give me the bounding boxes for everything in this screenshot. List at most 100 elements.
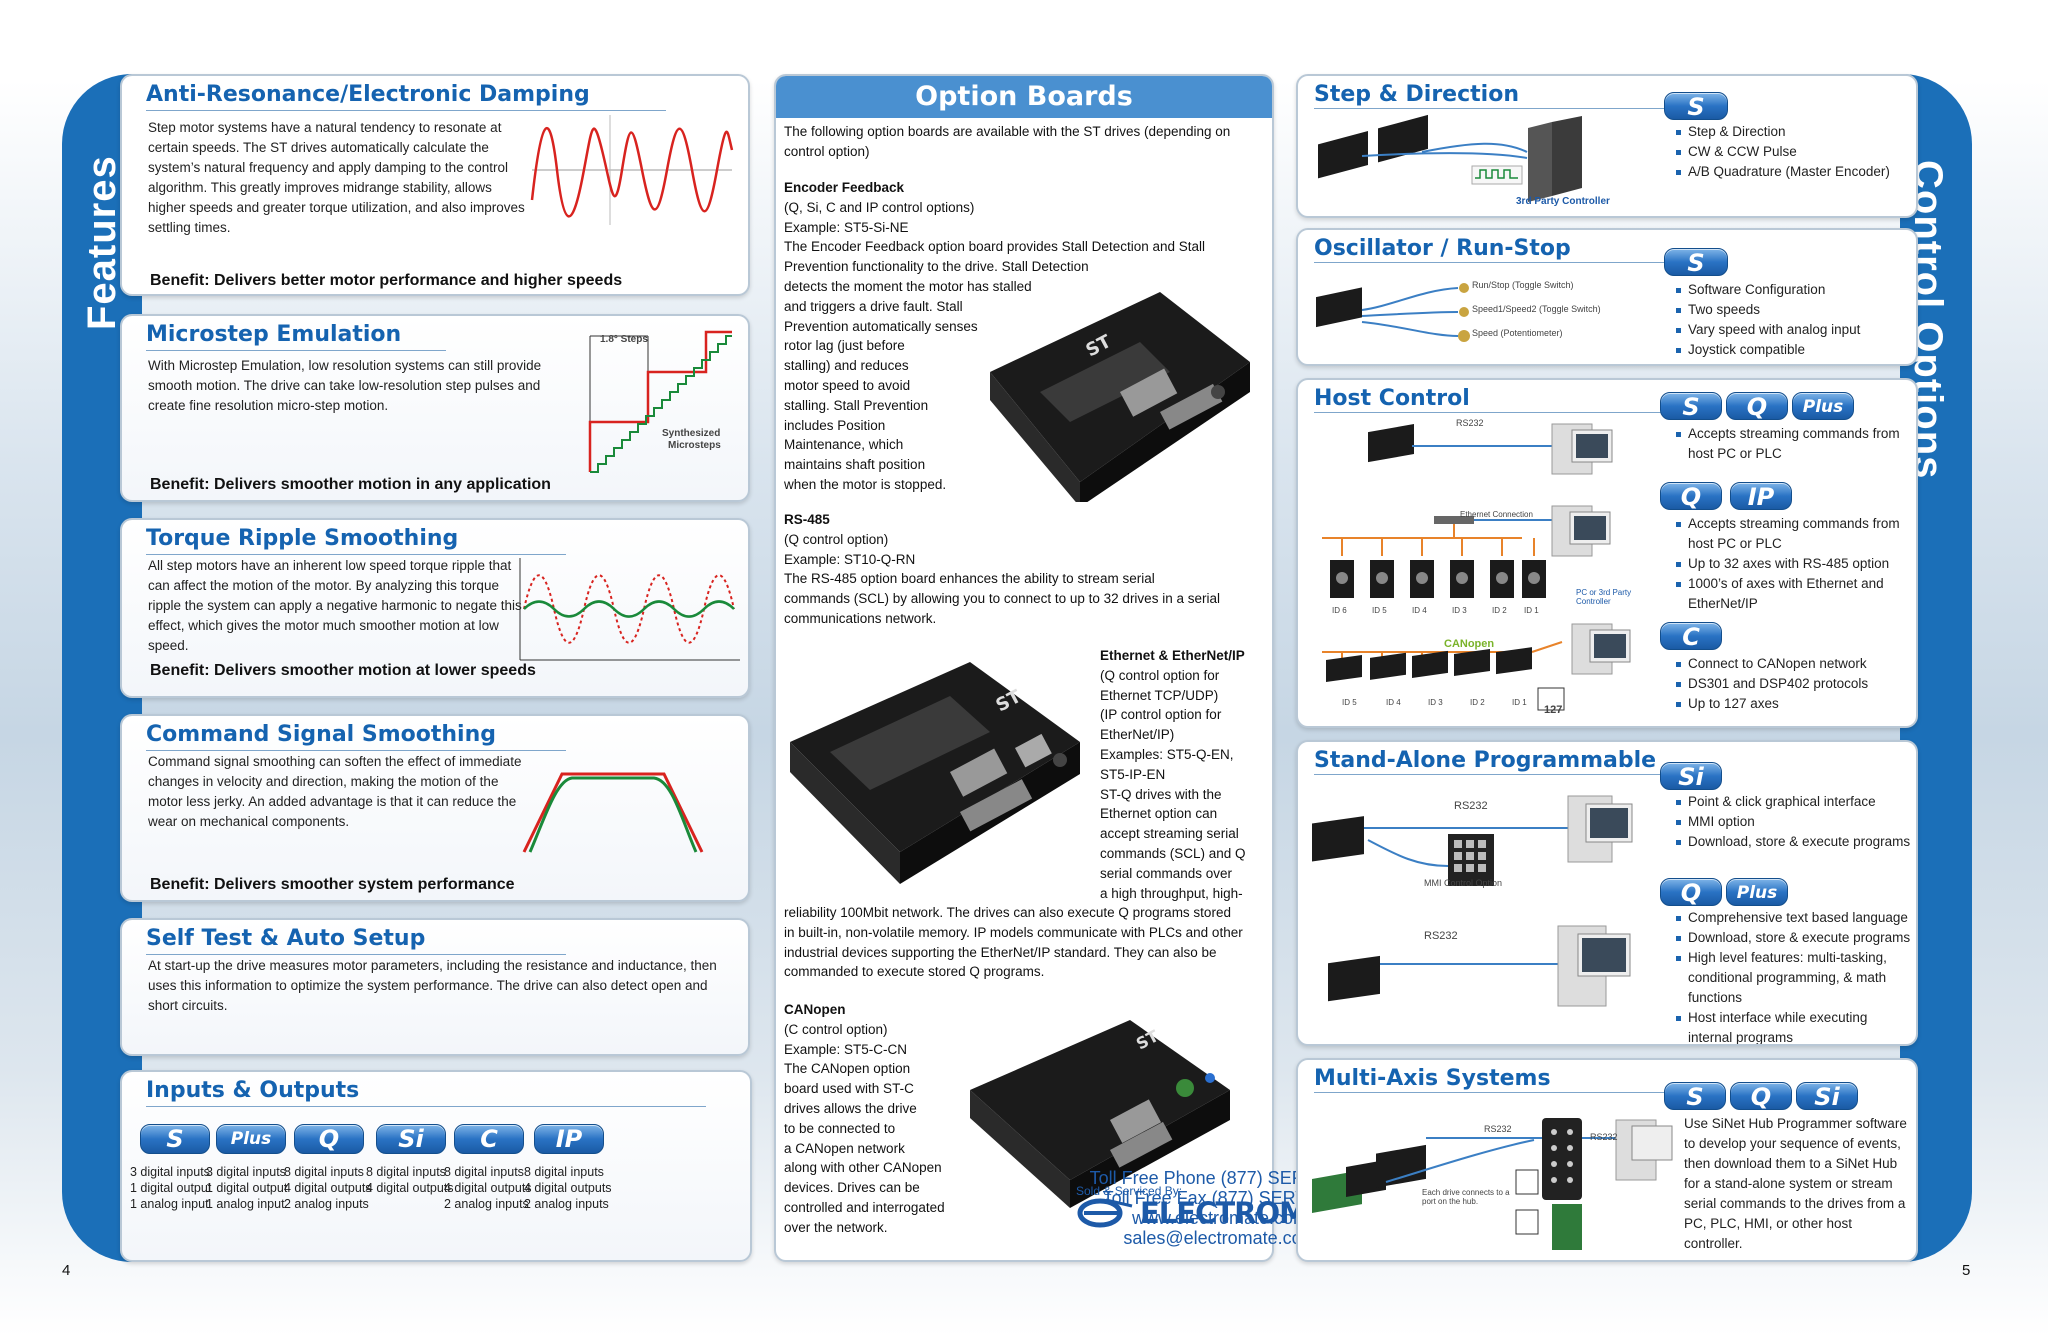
anti-resonance-panel: Anti-Resonance/Electronic Damping Step m… — [120, 74, 750, 296]
panel-title: Oscillator / Run-Stop — [1314, 236, 1571, 261]
panel-text: With Microstep Emulation, low resolution… — [148, 358, 542, 413]
io-spec-line: 4 digital outputs — [524, 1181, 612, 1195]
ethernet-line: ST5-IP-EN — [1100, 766, 1166, 782]
command-signal-panel: Command Signal Smoothing Command signal … — [120, 714, 750, 902]
list-item: A/B Quadrature (Master Encoder) — [1674, 162, 1914, 182]
rs232-label: RS232 — [1590, 1132, 1618, 1142]
panel-title: Torque Ripple Smoothing — [146, 526, 459, 551]
can-node-id-label: ID 1 — [1512, 698, 1527, 707]
encoder-line: when the motor is stopped. — [784, 476, 947, 492]
step-direction-panel: Step & Direction S 3rd Party Controller … — [1296, 74, 1918, 218]
panel-title: Anti-Resonance/Electronic Damping — [146, 82, 590, 107]
rs485-example: Example: ST10-Q-RN — [784, 551, 916, 567]
canopen-line: devices. Drives can be — [784, 1180, 920, 1196]
io-spec-line: 2 analog inputs — [524, 1197, 609, 1211]
rs485-line: commands (SCL) by allowing you to connec… — [784, 591, 1220, 607]
step-direction-diagram — [1318, 114, 1582, 202]
panel-title: Stand-Alone Programmable — [1314, 748, 1657, 773]
badge-q: Q — [1730, 1082, 1792, 1111]
canopen-line: board used with ST-C — [784, 1081, 914, 1097]
canopen-line: along with other CANopen — [784, 1160, 942, 1176]
ethernet-line: Examples: ST5-Q-EN, — [1100, 746, 1234, 762]
ethernet-line: accept streaming serial — [1100, 826, 1239, 842]
self-test-panel: Self Test & Auto Setup At start-up the d… — [120, 918, 750, 1056]
canopen-line: The CANopen option — [784, 1061, 911, 1077]
host-list-2: Accepts streaming commands from host PC … — [1674, 514, 1914, 614]
canopen-line: over the network. — [784, 1219, 888, 1235]
ethernet-line: (IP control option for — [1100, 707, 1222, 723]
footer-line: Toll Free Phone (877) SERVO98 — [1089, 1168, 1351, 1188]
ethernet-line: serial commands over — [1100, 865, 1233, 881]
io-spec-line: 4 digital outputs — [284, 1181, 372, 1195]
list-item: Vary speed with analog input — [1674, 320, 1914, 340]
encoder-line: includes Position — [784, 417, 886, 433]
canopen-line: to be connected to — [784, 1120, 896, 1136]
badge-s: S — [1660, 392, 1722, 421]
list-item: MMI option — [1674, 812, 1914, 832]
microstep-panel: Microstep Emulation With Microstep Emula… — [120, 314, 750, 502]
mmi-caption: MMI Control Option — [1424, 878, 1503, 888]
encoder-line: The Encoder Feedback option board provid… — [784, 239, 1206, 255]
panel-title: Host Control — [1314, 386, 1470, 411]
encoder-line: detects the moment the motor has stalled — [784, 278, 1032, 294]
resonance-wave-graphic — [530, 115, 734, 225]
io-spec-line: 1 analog input — [130, 1197, 209, 1211]
badge-plus: Plus — [1792, 392, 1854, 420]
pc-3rd-party-label: PC or 3rd Party Controller — [1576, 588, 1632, 606]
rs485-line: communications network. — [784, 610, 937, 626]
ethernet-line: ST-Q drives with the — [1100, 786, 1222, 802]
encoder-line: stalling. Stall Prevention — [784, 397, 929, 413]
badge-q: Q — [1660, 878, 1722, 907]
st-drive-ethernet-image: ST — [790, 662, 1080, 884]
io-spec-line: 1 digital output — [206, 1181, 288, 1195]
encoder-line: (Q, Si, C and IP control options) — [784, 199, 975, 215]
ethernet-line: Ethernet option can — [1100, 806, 1218, 822]
io-spec-line: 2 analog inputs — [444, 1197, 529, 1211]
io-spec: 8 digital inputs 4 digital outputs — [366, 1164, 454, 1196]
list-item: Up to 127 axes — [1674, 694, 1914, 714]
torque-ripple-panel: Torque Ripple Smoothing All step motors … — [120, 518, 750, 698]
list-item: Accepts streaming commands from host PC … — [1674, 514, 1914, 554]
panel-text: All step motors have an inherent low spe… — [148, 558, 522, 653]
ethernet-line: a high throughput, high- — [1100, 885, 1243, 901]
canopen-line: (C control option) — [784, 1021, 888, 1037]
host-list-1: Accepts streaming commands from host PC … — [1674, 424, 1914, 464]
features-vertical-title: Features — [80, 155, 124, 330]
multiaxis-text: Use SiNet Hub Programmer software to dev… — [1684, 1116, 1907, 1251]
ethernet-line: industrial devices supporting the EtherN… — [784, 944, 1217, 960]
badge-q: Q — [1660, 482, 1722, 511]
can-node-id-label: ID 2 — [1470, 698, 1485, 707]
badge-si: Si — [1660, 762, 1722, 791]
list-item: Connect to CANopen network — [1674, 654, 1914, 674]
electromate-logo-icon — [1077, 1198, 1133, 1228]
canopen-line: controlled and interrogated — [784, 1199, 945, 1215]
rs485-line: (Q control option) — [784, 531, 889, 547]
can-node-id-label: ID 5 — [1342, 698, 1357, 707]
option-boards-header: Option Boards — [776, 76, 1272, 118]
command-signal-graphic — [522, 772, 704, 853]
encoder-line: stalling) and reduces — [784, 358, 909, 374]
io-spec: 3 digital inputs 1 digital output 1 analog… — [130, 1164, 211, 1212]
encoder-section: Encoder Feedback (Q, Si, C and IP contro… — [784, 178, 1264, 495]
ethernet-line: (Q control option for — [1100, 667, 1220, 683]
io-spec-line: 1 digital output — [130, 1181, 212, 1195]
panel-text: At start-up the drive measures motor par… — [148, 958, 717, 1013]
page-number-right: 5 — [1962, 1262, 1971, 1279]
io-spec-line: 8 digital inputs — [284, 1165, 364, 1179]
badge-si: Si — [1796, 1082, 1858, 1111]
microstep-diagram — [588, 330, 732, 473]
encoder-line: maintains shaft position — [784, 457, 926, 473]
io-spec-line: 4 digital outputs — [366, 1181, 454, 1195]
io-spec-line: 3 digital inputs — [130, 1165, 210, 1179]
encoder-line: Maintenance, which — [784, 437, 904, 453]
list-item: Software Configuration — [1674, 280, 1914, 300]
io-spec-line: 1 analog input — [206, 1197, 285, 1211]
up-to-axes-value: 127 — [1544, 704, 1563, 716]
list-item: 1000’s of axes with Ethernet and EtherNe… — [1674, 574, 1914, 614]
io-spec-line: 8 digital inputs — [366, 1165, 446, 1179]
